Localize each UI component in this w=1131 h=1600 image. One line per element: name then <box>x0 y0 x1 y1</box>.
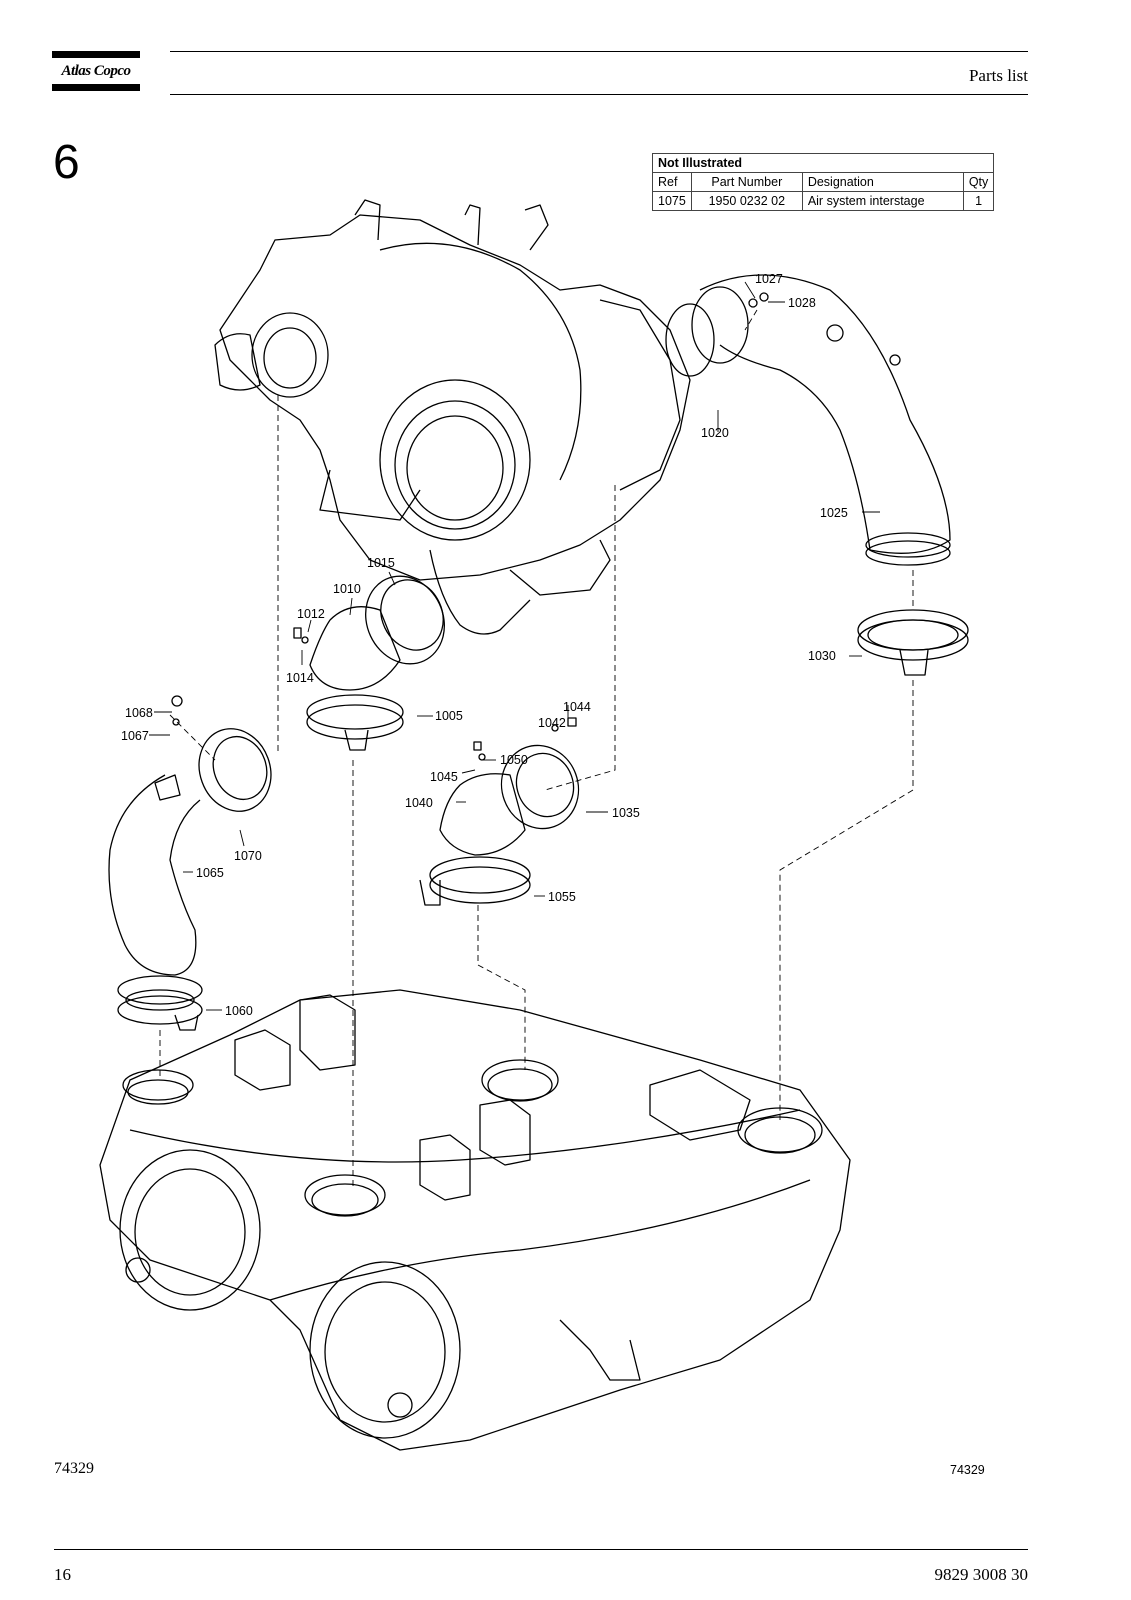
callout-1044: 1044 <box>563 700 591 714</box>
not-illustrated-table: Not Illustrated Ref Part Number Designat… <box>651 153 995 211</box>
header-rule-top <box>170 51 1028 52</box>
elbow-1040 <box>419 744 580 906</box>
callout-1030: 1030 <box>808 649 836 663</box>
cell-ref: 1075 <box>652 191 692 211</box>
drawing-figure-number: 74329 <box>950 1463 985 1477</box>
callout-1042: 1042 <box>538 716 566 730</box>
cooler-base-unit <box>99 989 851 1451</box>
washer-1042 <box>551 724 559 732</box>
page-title: Parts list <box>968 66 1028 85</box>
oring-1014 <box>301 636 309 644</box>
compressor-housing <box>214 199 691 635</box>
cell-qty: 1 <box>962 191 995 211</box>
leader-lines <box>149 281 880 1011</box>
plug-1044 <box>567 717 577 727</box>
callout-1014: 1014 <box>286 671 314 685</box>
table-header-row: Ref Part Number Designation Qty <box>652 172 995 192</box>
callout-1005: 1005 <box>435 709 463 723</box>
callout-1040: 1040 <box>405 796 433 810</box>
callout-1065: 1065 <box>196 866 224 880</box>
callout-1055: 1055 <box>548 890 576 904</box>
screw-1068 <box>171 695 183 707</box>
hose-1065 <box>108 728 272 1031</box>
callout-1020: 1020 <box>701 426 729 440</box>
callout-1067: 1067 <box>121 729 149 743</box>
callout-1027: 1027 <box>755 272 783 286</box>
callout-1028: 1028 <box>788 296 816 310</box>
callout-1015: 1015 <box>367 556 395 570</box>
chapter-number: 6 <box>53 136 80 189</box>
screw-1012 <box>293 627 302 639</box>
document-number: 9829 3008 30 <box>934 1565 1029 1584</box>
footer-rule <box>54 1549 1028 1550</box>
callout-1035: 1035 <box>612 806 640 820</box>
callout-1060: 1060 <box>225 1004 253 1018</box>
elbow-1010 <box>306 575 445 751</box>
page-number: 16 <box>54 1565 71 1584</box>
washer-1067 <box>172 718 180 726</box>
callout-1010: 1010 <box>333 582 361 596</box>
plug-1028 <box>759 292 769 302</box>
header-rule-bottom <box>170 94 1028 95</box>
callout-1045: 1045 <box>430 770 458 784</box>
cell-designation: Air system interstage <box>801 191 964 211</box>
assembly-lines <box>159 309 914 1190</box>
screw-1045 <box>473 741 482 751</box>
brand-logo-text: Atlas Copco <box>61 63 131 79</box>
cell-part-number: 1950 0232 02 <box>690 191 803 211</box>
washer-1050 <box>478 753 486 761</box>
hose-1025 <box>665 274 951 566</box>
column-header-qty: Qty <box>962 172 995 192</box>
table-row: 1075 1950 0232 02 Air system interstage … <box>652 191 995 211</box>
callout-1012: 1012 <box>297 607 325 621</box>
callout-1070: 1070 <box>234 849 262 863</box>
column-header-designation: Designation <box>801 172 964 192</box>
callout-1025: 1025 <box>820 506 848 520</box>
callout-1050: 1050 <box>500 753 528 767</box>
callout-1068: 1068 <box>125 706 153 720</box>
figure-number: 74329 <box>54 1460 94 1477</box>
screw-1027 <box>748 298 758 308</box>
clamp-1030 <box>857 609 969 676</box>
